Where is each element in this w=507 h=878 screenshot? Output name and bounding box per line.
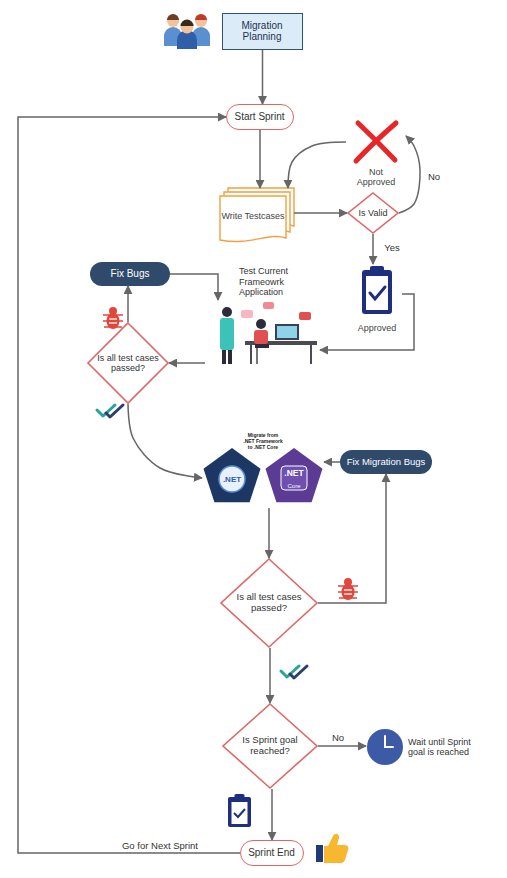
text-area: Approved	[346, 320, 408, 336]
text-area: Migrate from .NET Framework to .NET Core	[243, 432, 283, 452]
node-label: Write Testcases	[221, 211, 284, 221]
node-label: Is all test cases passed?	[230, 592, 308, 614]
flow-arrow	[324, 461, 340, 463]
migration-illustration: Migrate from .NET Framework to .NET Core	[202, 444, 324, 508]
edge-label: Yes	[384, 242, 400, 253]
text-area: Start Sprint	[227, 105, 292, 128]
text-area: Is all test cases passed?	[230, 558, 308, 648]
process-box: Migration Planning	[222, 13, 303, 50]
bug-icon	[103, 307, 123, 329]
flow-arrow	[271, 789, 273, 840]
terminator-pill: Start Sprint	[226, 104, 294, 130]
flow-arrow	[259, 130, 261, 188]
decision-diamond: Is Sprint goal reached?	[222, 703, 318, 789]
edge-label: Go for Next Sprint	[122, 840, 198, 851]
text-area: Wait until Sprint goal is reached	[408, 728, 482, 766]
flow-arrow	[318, 745, 366, 747]
node-label: Migration Planning	[223, 20, 301, 43]
node-label: Test Current Frameowrk Application	[239, 266, 313, 297]
node-label: Fix Migration Bugs	[347, 457, 426, 468]
clipboard-icon	[228, 794, 251, 827]
terminator-pill: Sprint End	[240, 840, 304, 866]
node-label: Not Approved	[350, 167, 402, 188]
node-label: Start Sprint	[234, 111, 284, 123]
flow-arrow	[169, 362, 205, 364]
node-label: Is Valid	[359, 208, 388, 218]
node-label: Fix Bugs	[111, 268, 150, 280]
flow-arrow	[128, 404, 202, 478]
node-label: Approved	[358, 323, 397, 333]
text-area: Is all test cases passed?	[92, 322, 164, 404]
node-label: Is all test cases passed?	[92, 353, 164, 374]
node-label: Is Sprint goal reached?	[236, 735, 304, 757]
action-pill: Fix Bugs	[90, 262, 170, 286]
text-area: Migration Planning	[223, 14, 301, 48]
logo-text: .NET	[223, 475, 241, 484]
flow-arrow	[268, 508, 270, 558]
flow-arrow	[262, 50, 264, 104]
check-ticks	[281, 666, 307, 678]
text-area: Is Sprint goal reached?	[236, 703, 304, 789]
flow-arrow	[318, 474, 386, 603]
text-area: Fix Migration Bugs	[340, 450, 432, 474]
text-area: Write Testcases	[220, 196, 286, 236]
flow-arrow	[399, 136, 420, 213]
decision-diamond: Is all test cases passed?	[220, 558, 318, 648]
approved-clipboard: Approved	[352, 264, 402, 338]
decision-diamond: Is all test cases passed?	[87, 322, 169, 404]
decision-diamond: Is Valid	[347, 192, 399, 234]
node-label: Sprint End	[248, 847, 295, 859]
flow-arrow	[18, 117, 240, 853]
text-area: Test Current Frameowrk Application	[239, 266, 313, 298]
test-illustration-outline	[205, 300, 320, 366]
thumbs-up-icon	[316, 834, 348, 863]
flow-arrow	[288, 142, 346, 188]
flow-arrow	[170, 274, 218, 300]
text-area: Sprint End	[241, 841, 302, 864]
check-ticks	[97, 405, 123, 417]
logo-text: .NET	[284, 468, 303, 478]
edge-label: No	[332, 732, 344, 743]
text-area: Not Approved	[350, 164, 402, 190]
rejected-mark: Not Approved	[346, 120, 406, 190]
document-shape: Write Testcases	[220, 188, 294, 242]
flow-arrow	[320, 294, 414, 350]
node-label: Migrate from .NET Framework to .NET Core	[243, 433, 283, 450]
text-area: Fix Bugs	[90, 262, 170, 286]
bug-icon	[338, 578, 358, 600]
migration-illustration-outline	[202, 444, 324, 508]
flow-arrow	[127, 286, 129, 322]
node-label: Wait until Sprint goal is reached	[408, 737, 482, 758]
action-pill: Fix Migration Bugs	[340, 450, 432, 474]
team-icon	[164, 14, 210, 49]
flow-arrow	[372, 234, 374, 264]
edge-label: No	[428, 171, 440, 182]
logo-text: Core	[287, 483, 300, 489]
flow-arrow	[294, 212, 347, 214]
flow-arrow	[269, 648, 271, 703]
text-area: Is Valid	[347, 192, 399, 234]
test-illustration: Test Current Frameowrk Application	[205, 300, 320, 366]
wait-clock: Wait until Sprint goal is reached	[366, 728, 482, 766]
